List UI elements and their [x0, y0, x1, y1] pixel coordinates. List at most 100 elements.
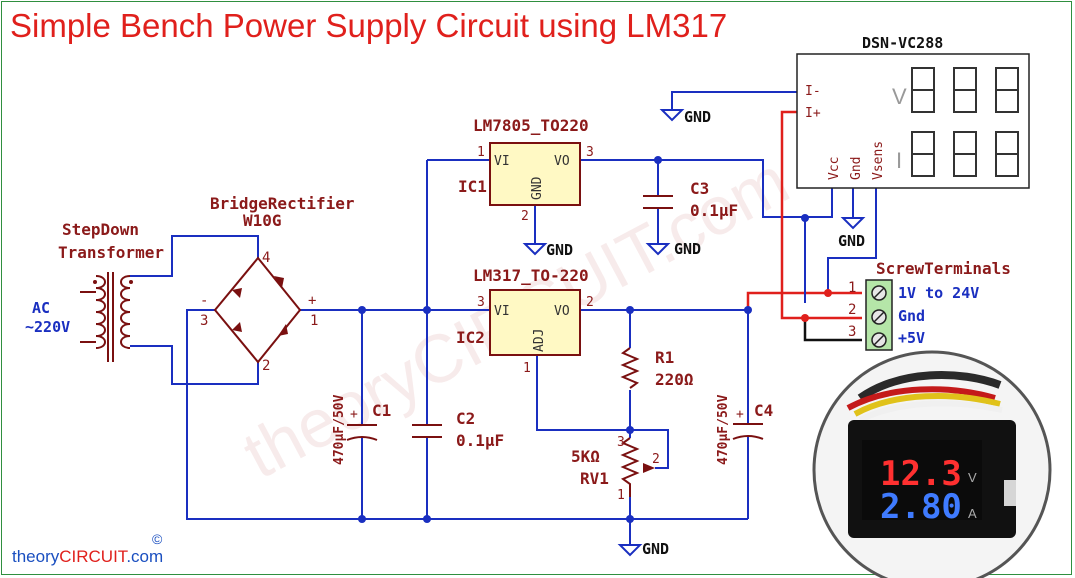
- ic1-pin-vi: VI: [494, 154, 510, 169]
- rectifier-name: BridgeRectifier: [210, 194, 355, 213]
- c2-ref: C2: [456, 409, 475, 428]
- c3-symbol: [643, 195, 673, 209]
- photo-reading-v: 12.3: [880, 454, 962, 494]
- ic2-pin-vi: VI: [494, 304, 510, 319]
- gnd-label-c3: GND: [674, 240, 701, 258]
- footer-brand: theoryCIRCUIT.com: [12, 547, 163, 566]
- c1-ref: C1: [372, 401, 391, 420]
- rectifier-pin-3: 3: [200, 313, 208, 329]
- c3-value: 0.1µF: [690, 201, 738, 220]
- ic1-ref: IC1: [458, 177, 487, 196]
- terminal-pin-1: 1: [848, 280, 856, 296]
- ic1-pin-2: 2: [521, 209, 529, 224]
- wire-transformer-bottom: [130, 345, 259, 385]
- meter-pin-iplus: I+: [805, 106, 821, 121]
- rv1-pin-1: 1: [617, 488, 625, 503]
- junction-dot: [626, 515, 634, 523]
- transformer-symbol: [80, 272, 133, 362]
- ac-label: AC: [32, 299, 50, 317]
- c2-symbol: [412, 424, 442, 438]
- gnd-symbol-main: [617, 544, 643, 557]
- terminal-pin-3: 3: [848, 324, 856, 340]
- ic1-pin-gnd: GND: [530, 176, 545, 200]
- ic2-pin-adj: ADJ: [532, 329, 547, 352]
- rv1-pin-2: 2: [652, 452, 660, 467]
- rectifier-part: W10G: [243, 211, 282, 230]
- meter-part: DSN-VC288: [862, 34, 943, 52]
- ic1-pin-3: 3: [586, 145, 594, 160]
- c1-plus: +: [350, 407, 358, 422]
- rv1-value: 5KΩ: [571, 447, 600, 466]
- footer-circuit: CIRCUIT: [59, 547, 128, 566]
- meter-pin-iminus: I-: [805, 84, 821, 99]
- footer-com: .com: [126, 547, 163, 566]
- meter-unit-v: V: [892, 84, 907, 109]
- wire-gnd-black: [803, 318, 862, 342]
- junction-dot: [824, 289, 832, 297]
- terminal-screws: [871, 285, 887, 348]
- wire-adj: [536, 355, 669, 469]
- rv1-symbol: [620, 437, 640, 497]
- c1-symbol: [346, 424, 378, 441]
- terminal-label-2: Gnd: [898, 307, 925, 325]
- ic2-pin-2: 2: [586, 295, 594, 310]
- ic2-pin-3: 3: [477, 295, 485, 310]
- c1-value: 470µF/50V: [332, 394, 347, 465]
- meter-pin-vsens: Vsens: [871, 141, 886, 180]
- wire-ic1-out: [580, 159, 833, 218]
- photo-unit-a: A: [968, 506, 977, 521]
- terminals-name: ScrewTerminals: [876, 259, 1011, 278]
- terminal-label-3: +5V: [898, 329, 925, 347]
- junction-dot: [801, 214, 809, 222]
- wire-transformer-top: [130, 235, 259, 277]
- c4-symbol: [732, 423, 764, 440]
- meter-unit-i: I: [896, 148, 902, 173]
- meter-photo: [812, 350, 1052, 578]
- gnd-label-main: GND: [642, 540, 669, 558]
- gnd-symbol-ic1: [522, 243, 548, 256]
- junction-dot: [358, 515, 366, 523]
- terminal-label-1: 1V to 24V: [898, 284, 979, 302]
- ic1-body: [489, 142, 581, 206]
- junction-dot: [626, 426, 634, 434]
- junction-dot: [801, 314, 809, 322]
- r1-value: 220Ω: [655, 370, 694, 389]
- transformer-type: Transformer: [58, 243, 164, 262]
- wire-vsens: [827, 180, 877, 293]
- wire-meter-iminus: [671, 91, 803, 110]
- meter-digits: [911, 67, 1019, 177]
- ic2-body: [489, 289, 581, 356]
- junction-dot: [358, 306, 366, 314]
- rectifier-pin-1: 1: [310, 313, 318, 329]
- c3-ref: C3: [690, 179, 709, 198]
- wire-meter-iplus: [780, 110, 862, 320]
- transformer-name: StepDown: [62, 220, 139, 239]
- footer-copyright: ©: [152, 531, 163, 547]
- c4-ref: C4: [754, 401, 773, 420]
- gnd-label-ic1: GND: [546, 241, 573, 259]
- meter-pin-vcc: Vcc: [827, 157, 842, 180]
- photo-unit-v: V: [968, 470, 977, 485]
- rectifier-minus: -: [200, 293, 208, 309]
- ic2-pin-1: 1: [523, 361, 531, 376]
- junction-dot: [423, 515, 431, 523]
- ac-voltage: ~220V: [25, 318, 70, 336]
- meter-pin-gnd: Gnd: [849, 157, 864, 180]
- gnd-label-meter-gnd: GND: [838, 232, 865, 250]
- r1-symbol: [620, 347, 640, 389]
- rv1-pin-3: 3: [617, 435, 625, 450]
- ic2-ref: IC2: [456, 328, 485, 347]
- gnd-symbol-meter: [659, 109, 685, 122]
- rectifier-pin-4: 4: [262, 250, 270, 266]
- gnd-label-meter: GND: [684, 108, 711, 126]
- page-title: Simple Bench Power Supply Circuit using …: [10, 7, 727, 44]
- ic1-part: LM7805_TO220: [473, 116, 589, 135]
- ic1-pin-vo: VO: [554, 154, 570, 169]
- junction-dot: [744, 306, 752, 314]
- ic2-part: LM317_TO-220: [473, 266, 589, 285]
- rectifier-plus: +: [308, 293, 316, 309]
- c4-plus: +: [736, 407, 744, 422]
